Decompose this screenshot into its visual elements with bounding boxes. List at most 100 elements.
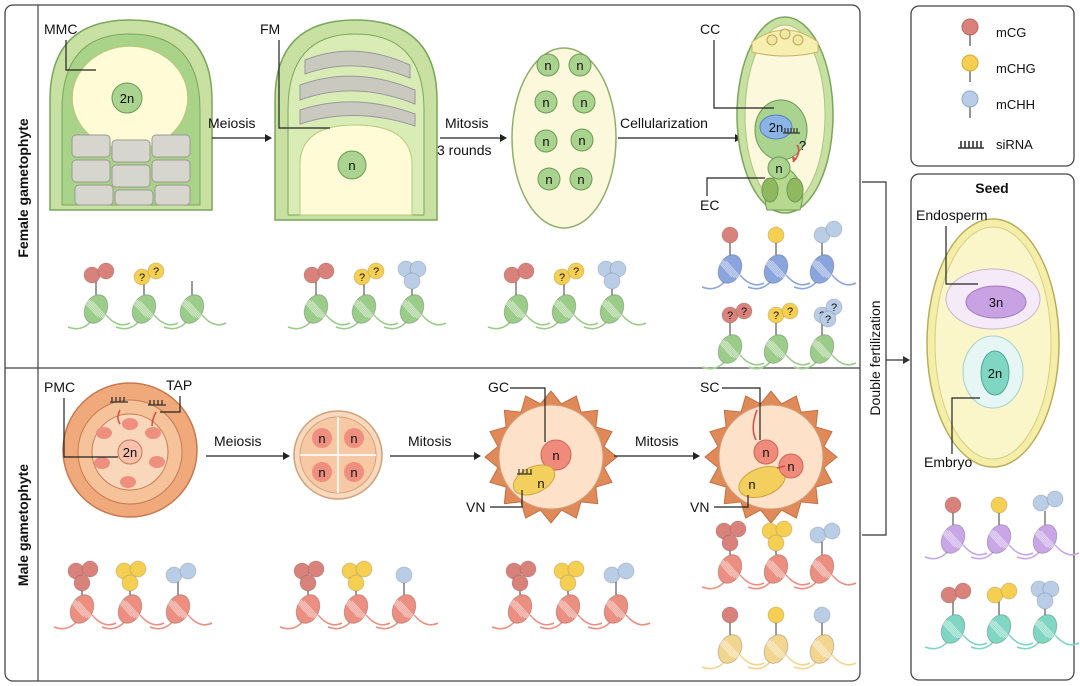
- nucleosome: [67, 262, 131, 330]
- legend-mcg-marker: [961, 18, 979, 46]
- svg-text:?: ?: [373, 266, 379, 278]
- legend-mchg-marker: [961, 54, 979, 82]
- free-nucleus-label: n: [545, 172, 552, 187]
- svg-text:?: ?: [787, 306, 793, 318]
- fm-nucleus-label: n: [348, 158, 355, 173]
- nucleosome: [287, 262, 351, 330]
- male-mitosis2-label: Mitosis: [635, 433, 679, 449]
- vn-nucleus-label: n: [537, 476, 544, 491]
- svg-text:?: ?: [727, 310, 733, 322]
- nucleosome: [149, 562, 213, 630]
- gc-leader: [510, 387, 546, 442]
- double-fertilization-bracket: [862, 181, 887, 536]
- tap-label: TAP: [166, 377, 192, 393]
- vn-nucleosome: [747, 606, 811, 670]
- nucleosome: [101, 560, 165, 630]
- sc2-nucleus-label: n: [787, 459, 794, 474]
- svg-text:?: ?: [359, 272, 365, 284]
- free-nucleus: [537, 167, 561, 191]
- svg-text:?: ?: [831, 302, 837, 314]
- ec-nucleosome: ???: [793, 298, 857, 370]
- svg-text:?: ?: [773, 310, 779, 322]
- svg-text:?: ?: [741, 306, 747, 318]
- pmc-leader: [63, 398, 118, 458]
- embryo-leader: [951, 397, 980, 454]
- free-nucleus: [572, 90, 596, 114]
- female-rounds-label: 3 rounds: [437, 142, 491, 158]
- ec-label: EC: [700, 197, 719, 213]
- seed-title: Seed: [975, 180, 1008, 196]
- gc-nucleus-label: n: [552, 448, 559, 463]
- sc-nucleus-label: n: [762, 445, 769, 460]
- bicellular-pollen: [484, 390, 618, 524]
- male-mitosis1-label: Mitosis: [408, 433, 452, 449]
- male-meiosis-label: Meiosis: [214, 433, 261, 449]
- nucleosome: ??: [535, 262, 599, 330]
- sc-label: SC: [700, 379, 719, 395]
- nucleosome: [539, 560, 603, 630]
- cc-nucleus-label: 2n: [769, 120, 783, 135]
- legend-mchg-label: mCHG: [996, 61, 1036, 76]
- endosperm-nucleosome: [970, 496, 1034, 560]
- nucleosome: [279, 560, 343, 630]
- gametophyte-panel: [4, 4, 861, 682]
- nucleosome: ??: [115, 262, 179, 330]
- free-nucleus: [536, 53, 560, 77]
- vn-label: VN: [466, 499, 485, 515]
- fm-label: FM: [260, 21, 280, 37]
- fm-ovule: [274, 19, 438, 221]
- mmc-leader: [65, 40, 96, 71]
- free-nucleus-label: n: [544, 58, 551, 73]
- embryo-nucleus-label: 2n: [988, 366, 1002, 381]
- embryo-nucleosome: [1016, 580, 1080, 650]
- pmc-anther: [62, 382, 198, 518]
- tetrad: [293, 410, 383, 500]
- vn2-leader: [714, 495, 749, 508]
- legend-sirna-icon: [958, 141, 984, 149]
- free-nucleus-label: n: [580, 95, 587, 110]
- free-nucleus: [568, 53, 592, 77]
- tetrad-nucleus-3: n: [318, 465, 325, 480]
- legend-mchh-label: mCHH: [996, 97, 1035, 112]
- svg-text:?: ?: [573, 266, 579, 278]
- cc-question-mark: ?: [799, 138, 806, 153]
- free-nucleus-label: n: [578, 133, 585, 148]
- endosperm-nucleosome: [1016, 490, 1080, 560]
- gc-label: GC: [488, 379, 509, 395]
- tricellular-pollen: [704, 390, 838, 524]
- tap-leader: [160, 396, 181, 413]
- free-nuclear-sac: [511, 47, 617, 229]
- seed-drawing: [926, 218, 1060, 468]
- mmc-ovule: [49, 19, 213, 211]
- legend-mchh-marker: [961, 90, 979, 118]
- sc-nucleosome: [747, 520, 811, 590]
- free-nucleus-label: n: [542, 134, 549, 149]
- nucleosome: [375, 566, 439, 630]
- legend-mcg-label: mCG: [996, 25, 1026, 40]
- embryo-sac: [736, 16, 834, 214]
- ec-leader: [706, 177, 765, 196]
- mmc-nucleus-label: 2n: [120, 91, 134, 106]
- free-nucleus-label: n: [577, 172, 584, 187]
- embryo-nucleosome: [970, 582, 1034, 650]
- nucleosome: [53, 560, 117, 630]
- svg-text:?: ?: [153, 266, 159, 278]
- double-fertilization-label: Double fertilization: [867, 300, 883, 415]
- female-gametophyte-title: Female gametophyte: [15, 118, 31, 257]
- sc-nucleosome: [793, 522, 857, 590]
- embryo-label: Embryo: [924, 454, 972, 470]
- endosperm-label: Endosperm: [916, 207, 988, 223]
- fm-leader: [278, 40, 330, 129]
- free-nucleus: [570, 128, 594, 152]
- cc-nucleosome: [747, 226, 811, 290]
- legend: mCG mCHG mCHH siRNA: [958, 18, 1036, 152]
- legend-sirna-label: siRNA: [996, 137, 1033, 152]
- svg-text:?: ?: [559, 272, 565, 284]
- vn-leader: [490, 490, 523, 508]
- vn-nucleosome: [701, 606, 765, 670]
- cc-label: CC: [700, 21, 720, 37]
- cellularization-label: Cellularization: [620, 115, 708, 131]
- tetrad-nucleus-1: n: [318, 431, 325, 446]
- legend-box: [910, 5, 1075, 167]
